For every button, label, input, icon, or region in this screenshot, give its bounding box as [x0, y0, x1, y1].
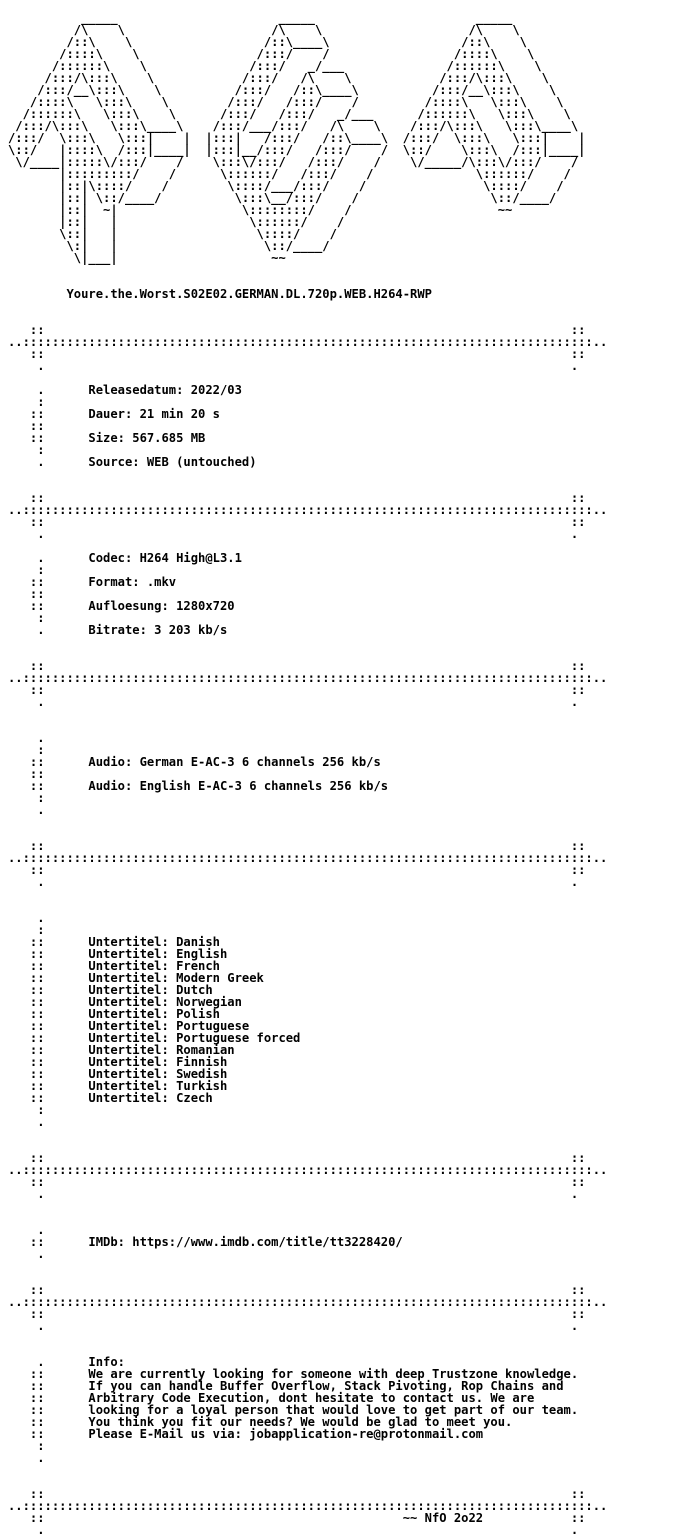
- separator-top: :: ::: [8, 1487, 586, 1501]
- separator-bottom: :: ::: [8, 1175, 586, 1189]
- info-text: :: If you can handle Buffer Overflow, St…: [8, 1379, 564, 1393]
- info-heading: . Info:: [8, 1355, 125, 1369]
- logo-art-line: |:::::::::/ / \::::::/ /:::/ / \::::::/ …: [8, 167, 571, 181]
- subtitle-item: :: Untertitel: Polish: [8, 1007, 220, 1021]
- separator-bottom: :: ::: [8, 347, 586, 361]
- subtitle-item: :: Untertitel: Swedish: [8, 1067, 228, 1081]
- logo-art-line: _____ _____ _____: [8, 11, 513, 25]
- separator-line: ..::::::::::::::::::::::::::::::::::::::…: [8, 503, 608, 517]
- logo-art-line: /:::/\:::\ \ /:::/ /\ \ /:::/\:::\ \: [8, 71, 549, 85]
- separator-top: :: ::: [8, 491, 586, 505]
- subtitle-item: :: Untertitel: Turkish: [8, 1079, 228, 1093]
- separator-line: ..::::::::::::::::::::::::::::::::::::::…: [8, 1163, 608, 1177]
- subtitle-item: :: Untertitel: Portuguese: [8, 1019, 250, 1033]
- separator-bottom: :: ::: [8, 683, 586, 697]
- separator-tail: . .: [8, 527, 579, 541]
- subtitle-item: :: Untertitel: Romanian: [8, 1043, 235, 1057]
- info-text: :: We are currently looking for someone …: [8, 1367, 579, 1381]
- subtitle-item: :: Untertitel: Dutch: [8, 983, 213, 997]
- info-text: :: Arbitrary Code Execution, dont hesita…: [8, 1391, 535, 1405]
- logo-art-line: /:::/\:::\ \:::\____\ /:::/___/:::/ /\ \…: [8, 119, 579, 133]
- logo-art-line: /:::/__\:::\ \ /:::/ /::\____\ /:::/__\:…: [8, 83, 557, 97]
- format: :: Format: .mkv: [8, 575, 177, 589]
- separator-bottom: :: ::: [8, 515, 586, 529]
- subtitle-item: :: Untertitel: French: [8, 959, 220, 973]
- separator-line: ..::::::::::::::::::::::::::::::::::::::…: [8, 335, 608, 349]
- release-name: Youre.the.Worst.S02E02.GERMAN.DL.720p.WE…: [8, 287, 432, 301]
- subtitle-item: :: Untertitel: English: [8, 947, 228, 961]
- logo-art-line: |::| | \::::::/ /: [8, 215, 345, 229]
- separator-tail: . .: [8, 695, 579, 709]
- footer-label: :: ~~ NfO 2o22 ::: [8, 1511, 586, 1525]
- audio-track: :: Audio: English E-AC-3 6 channels 256 …: [8, 779, 389, 793]
- logo-art-line: /::::::\ \:::\ \ /:::/ /:::/ _/___ /::::…: [8, 107, 571, 121]
- separator-tail: . .: [8, 359, 579, 373]
- separator-top: :: ::: [8, 323, 586, 337]
- bitrate: . Bitrate: 3 203 kb/s: [8, 623, 228, 637]
- separator-line: ..::::::::::::::::::::::::::::::::::::::…: [8, 1295, 608, 1309]
- logo-art-line: |::| ~| \::::::::/ / ~~: [8, 203, 513, 217]
- separator-tail: . .: [8, 875, 579, 889]
- releasedatum: . Releasedatum: 2022/03: [8, 383, 242, 397]
- codec: . Codec: H264 High@L3.1: [8, 551, 242, 565]
- logo-art-line: \/____|:::::\/:::/ / \:::\/:::/ /:::/ / …: [8, 155, 579, 169]
- subtitle-item: :: Untertitel: Finnish: [8, 1055, 228, 1069]
- separator-tail: . .: [8, 1319, 579, 1333]
- imdb-link: :: IMDb: https://www.imdb.com/title/tt32…: [8, 1235, 403, 1249]
- logo-art-line: /\ \ /\ \ /\ \: [8, 23, 520, 37]
- separator-tail: . .: [8, 1523, 579, 1537]
- info-text: :: Please E-Mail us via: jobapplication-…: [8, 1427, 484, 1441]
- separator-line: ..::::::::::::::::::::::::::::::::::::::…: [8, 1499, 608, 1513]
- logo-art-line: /::::::\ \ /:::/ _/___ /::::::\ \: [8, 59, 542, 73]
- info-text: :: looking for a loyal person that would…: [8, 1403, 579, 1417]
- separator-top: :: ::: [8, 839, 586, 853]
- info-text: :: You think you fit our needs? We would…: [8, 1415, 513, 1429]
- logo-art-line: /:::/ \:::\ \:::| | |:::| /:::/ /::\____…: [8, 131, 586, 145]
- subtitle-item: :: Untertitel: Norwegian: [8, 995, 242, 1009]
- separator-tail: . .: [8, 1187, 579, 1201]
- subtitle-item: :: Untertitel: Danish: [8, 935, 220, 949]
- logo-art-line: \::| | \::::/ /: [8, 227, 337, 241]
- subtitle-item: :: Untertitel: Modern Greek: [8, 971, 264, 985]
- aufloesung: :: Aufloesung: 1280x720: [8, 599, 235, 613]
- separator-top: :: ::: [8, 1283, 586, 1297]
- logo-art-line: \::/ |::::\ /:::|____| |:::|__/:::/ /:::…: [8, 143, 586, 157]
- logo-art-line: /::::\ \:::\ \ /:::/ /:::/ / /::::\ \:::…: [8, 95, 564, 109]
- separator-bottom: :: ::: [8, 1307, 586, 1321]
- audio-track: :: Audio: German E-AC-3 6 channels 256 k…: [8, 755, 381, 769]
- source: . Source: WEB (untouched): [8, 455, 257, 469]
- size: :: Size: 567.685 MB: [8, 431, 206, 445]
- subtitle-item: :: Untertitel: Czech: [8, 1091, 213, 1105]
- logo-art-line: |::| \::/____/ \:::\__/:::/ / \::/____/: [8, 191, 557, 205]
- separator-bottom: :: ::: [8, 863, 586, 877]
- separator-top: :: ::: [8, 1151, 586, 1165]
- dauer: :: Dauer: 21 min 20 s: [8, 407, 220, 421]
- logo-art-line: \:| | \::/____/: [8, 239, 330, 253]
- logo-art-line: /::::\ \ /:::/ / /::::\ \: [8, 47, 535, 61]
- nfo-document: _____ _____ _____ /\ \ /\ \ /\ \ /::\ \ …: [8, 0, 607, 1536]
- separator-line: ..::::::::::::::::::::::::::::::::::::::…: [8, 851, 608, 865]
- subtitle-item: :: Untertitel: Portuguese forced: [8, 1031, 301, 1045]
- logo-art-line: /::\ \ /::\____\ /::\ \: [8, 35, 527, 49]
- logo-art-line: |::|\::::/ / \::::/___/:::/ / \::::/ /: [8, 179, 564, 193]
- separator-top: :: ::: [8, 659, 586, 673]
- separator-line: ..::::::::::::::::::::::::::::::::::::::…: [8, 671, 608, 685]
- logo-art-line: \|___| ~~: [8, 251, 286, 265]
